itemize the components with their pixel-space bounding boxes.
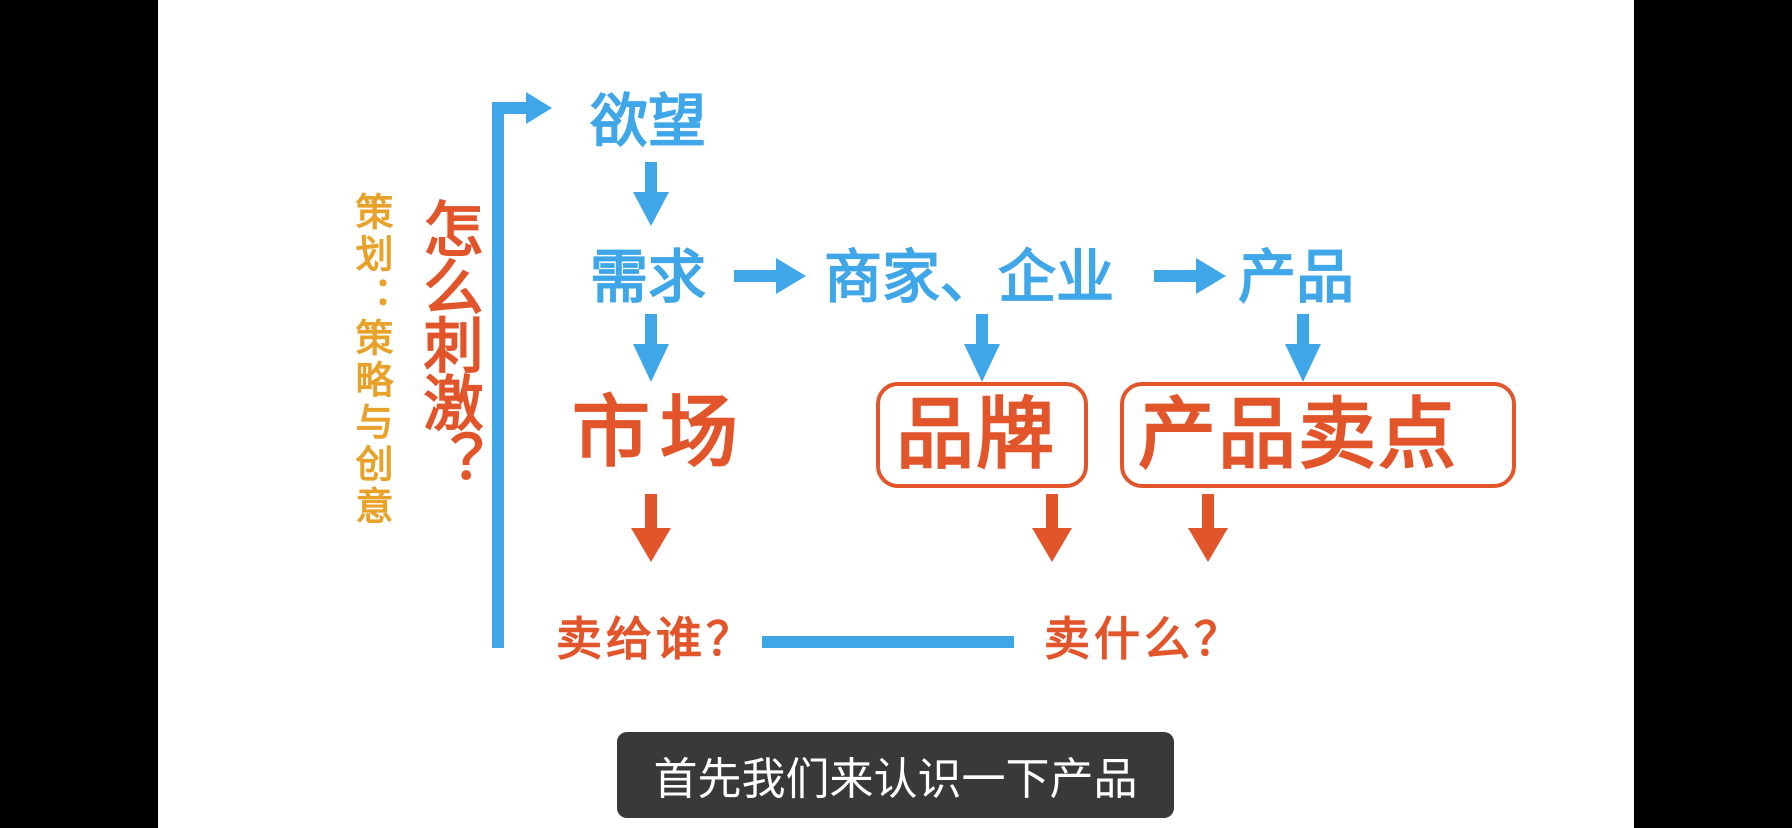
- node-desire: 欲望: [590, 87, 707, 155]
- arrow-demand-market: [645, 314, 657, 346]
- connector-line: [762, 636, 1014, 648]
- arrow-desire-demand: [645, 162, 657, 194]
- arrow-merchant-product-head: [1196, 258, 1226, 294]
- node-sell-to-whom: 卖给谁？: [556, 612, 756, 666]
- arrow-brand-what: [1046, 494, 1058, 530]
- arrow-demand-merchant-head: [776, 258, 806, 294]
- brand-box: [876, 382, 1088, 488]
- node-selling-point: 产品卖点: [1138, 390, 1459, 480]
- selling-point-box: [1120, 382, 1516, 488]
- arrow-product-sellingpoint-head: [1285, 344, 1321, 382]
- question-how-stimulate: 怎么刺激？: [413, 198, 483, 488]
- feedback-arrow: [492, 102, 528, 648]
- arrow-brand-what-head: [1032, 528, 1072, 562]
- node-brand: 品牌: [896, 390, 1057, 480]
- arrow-market-whom: [645, 494, 657, 530]
- subtitle-caption: 首先我们来认识一下产品: [617, 732, 1174, 818]
- arrow-sellingpoint-what: [1202, 494, 1214, 530]
- arrow-sellingpoint-what-head: [1188, 528, 1228, 562]
- arrow-product-sellingpoint: [1297, 314, 1309, 346]
- node-market: 市场: [572, 388, 749, 478]
- arrow-market-whom-head: [631, 528, 671, 562]
- subtitle-text: 首先我们来认识一下产品: [653, 754, 1138, 805]
- feedback-arrow-head: [526, 92, 552, 124]
- arrow-merchant-brand: [976, 314, 988, 346]
- arrow-merchant-product: [1154, 270, 1198, 282]
- node-sell-what: 卖什么？: [1044, 612, 1244, 666]
- node-product: 产品: [1238, 243, 1355, 311]
- arrow-demand-market-head: [633, 344, 669, 382]
- side-note: 策划：策略与创意: [349, 192, 393, 528]
- arrow-merchant-brand-head: [964, 344, 1000, 382]
- arrow-desire-demand-head: [633, 192, 669, 226]
- slide-canvas: [158, 0, 1634, 828]
- arrow-demand-merchant: [734, 270, 778, 282]
- node-demand: 需求: [590, 243, 707, 311]
- node-merchant: 商家、企业: [824, 243, 1115, 311]
